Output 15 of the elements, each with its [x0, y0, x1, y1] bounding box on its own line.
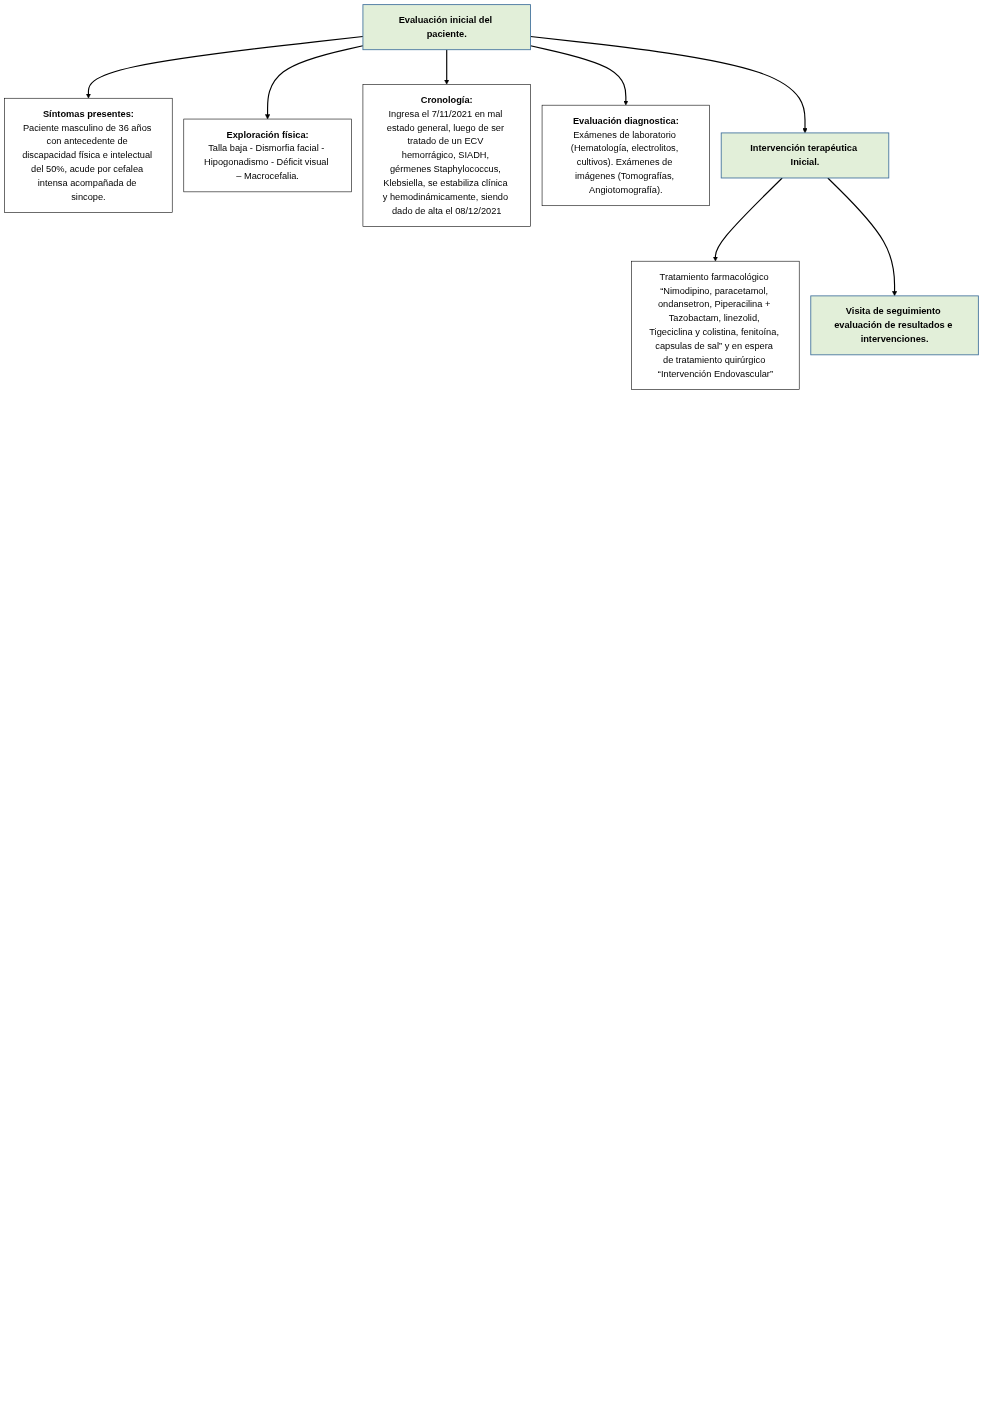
node-box: Síntomas presentes: Paciente masculino de 36 años con antecedente de discapacidad física e intelectual del 50%, acude por cefalea intensa acompañada de sincope.: [4, 97, 173, 213]
node-box: Cronología: Ingresa el 7/11/2021 en mal estado general, luego de ser tratado de un ECV hemorrágico, SIADH, gérmenes Staphylococcus, Klebsiella, se estabiliza clínica y hemodinámicamente, siendo dado de alta el 08/12/2021: [362, 84, 531, 227]
arrow: [712, 177, 783, 262]
arrow: [265, 45, 364, 120]
node-box: Evaluación diagnostica: Exámenes de laboratorio (Hematología, electrolitos, cultivos). Exámenes de imágenes (Tomografías, Angiotomografía).: [541, 104, 710, 206]
node-box: Tratamiento farmacológico “Nimodipino, paracetamol, ondansetron, Piperacilina + Tazobactam, linezolid, Tigeciclina y colistina, fenitoína, capsulas de sal” y en espera de tratamiento quirúrgico “Intervención Endovascular”: [631, 260, 800, 390]
arrow: [85, 35, 364, 99]
node-box: Evaluación inicial del paciente.: [362, 4, 531, 51]
node-box: Exploración física: Talla baja - Dismorfia facial - Hipogonadismo - Déficit visual – Macrocefalia.: [183, 118, 352, 193]
arrow: [827, 177, 898, 297]
node-box: Intervención terapéutica Inicial.: [720, 132, 890, 179]
arrow: [529, 35, 808, 134]
arrow: [529, 45, 629, 106]
arrow: [444, 49, 450, 85]
node-box: Visita de seguimiento evaluación de resultados e intervenciones.: [810, 295, 979, 356]
